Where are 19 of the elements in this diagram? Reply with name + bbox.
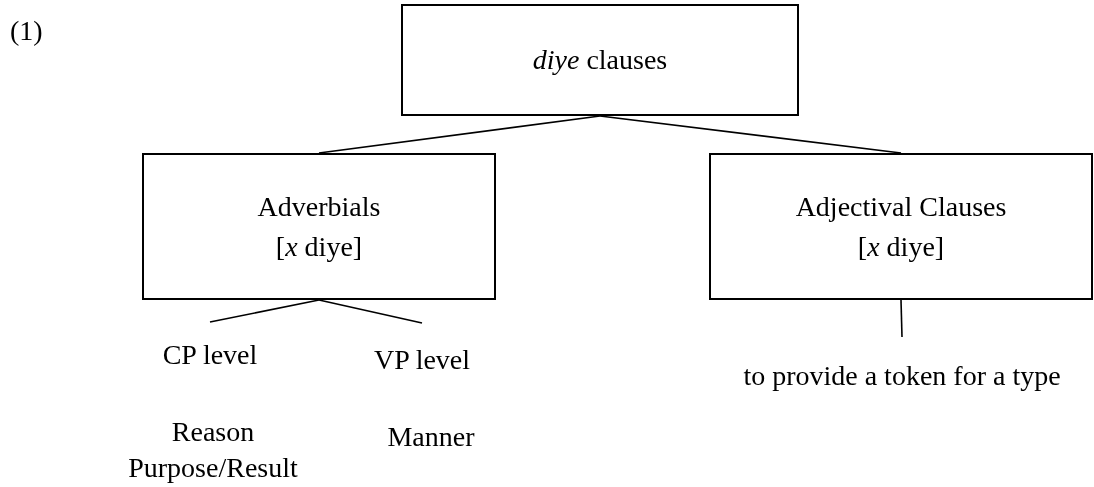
example-text: Manner <box>387 420 475 454</box>
tree-branch-line <box>318 299 423 324</box>
example-number: (1) <box>10 14 43 48</box>
box-label: Adverbials <box>257 189 381 224</box>
category-box <box>709 153 1093 300</box>
box-label: Adjectival Clauses <box>795 189 1007 224</box>
box-label: [x diye] <box>275 229 363 264</box>
category-box <box>142 153 496 300</box>
category-box <box>401 4 799 116</box>
tree-branch-line <box>900 299 903 338</box>
box-label: [x diye] <box>857 229 945 264</box>
box-label: diye clauses <box>532 43 668 77</box>
tree-branch-line <box>599 115 902 154</box>
branch-label: to provide a token for a type <box>743 359 1061 393</box>
branch-label: VP level <box>373 343 471 377</box>
tree-branch-line <box>318 115 601 154</box>
branch-label: CP level <box>162 338 258 372</box>
example-text: Reason Purpose/Result <box>128 415 298 485</box>
tree-branch-line <box>209 299 320 323</box>
